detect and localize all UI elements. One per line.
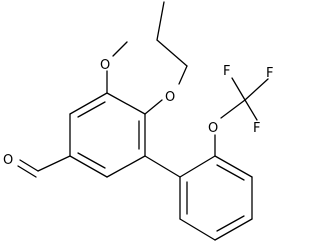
atom-o-propoxy: O [165, 90, 175, 105]
atom-f-bottom: F [253, 121, 260, 136]
atom-o-aldehyde: O [3, 153, 13, 168]
atom-o-aryl-ether: O [208, 121, 218, 136]
left-benzene-ring [69, 92, 146, 178]
aldehyde-group [17, 155, 71, 178]
atom-f-left: F [223, 64, 230, 79]
methoxy-group [106, 41, 128, 94]
propoxy-group [144, 1, 188, 115]
right-benzene-ring [179, 155, 253, 241]
trifluoromethoxy-group [214, 77, 269, 157]
structure-diagram: O O O O F F F [3, 1, 273, 241]
biaryl-bond [144, 155, 181, 178]
atom-f-right: F [266, 66, 273, 81]
atom-o-methoxy: O [100, 58, 110, 73]
